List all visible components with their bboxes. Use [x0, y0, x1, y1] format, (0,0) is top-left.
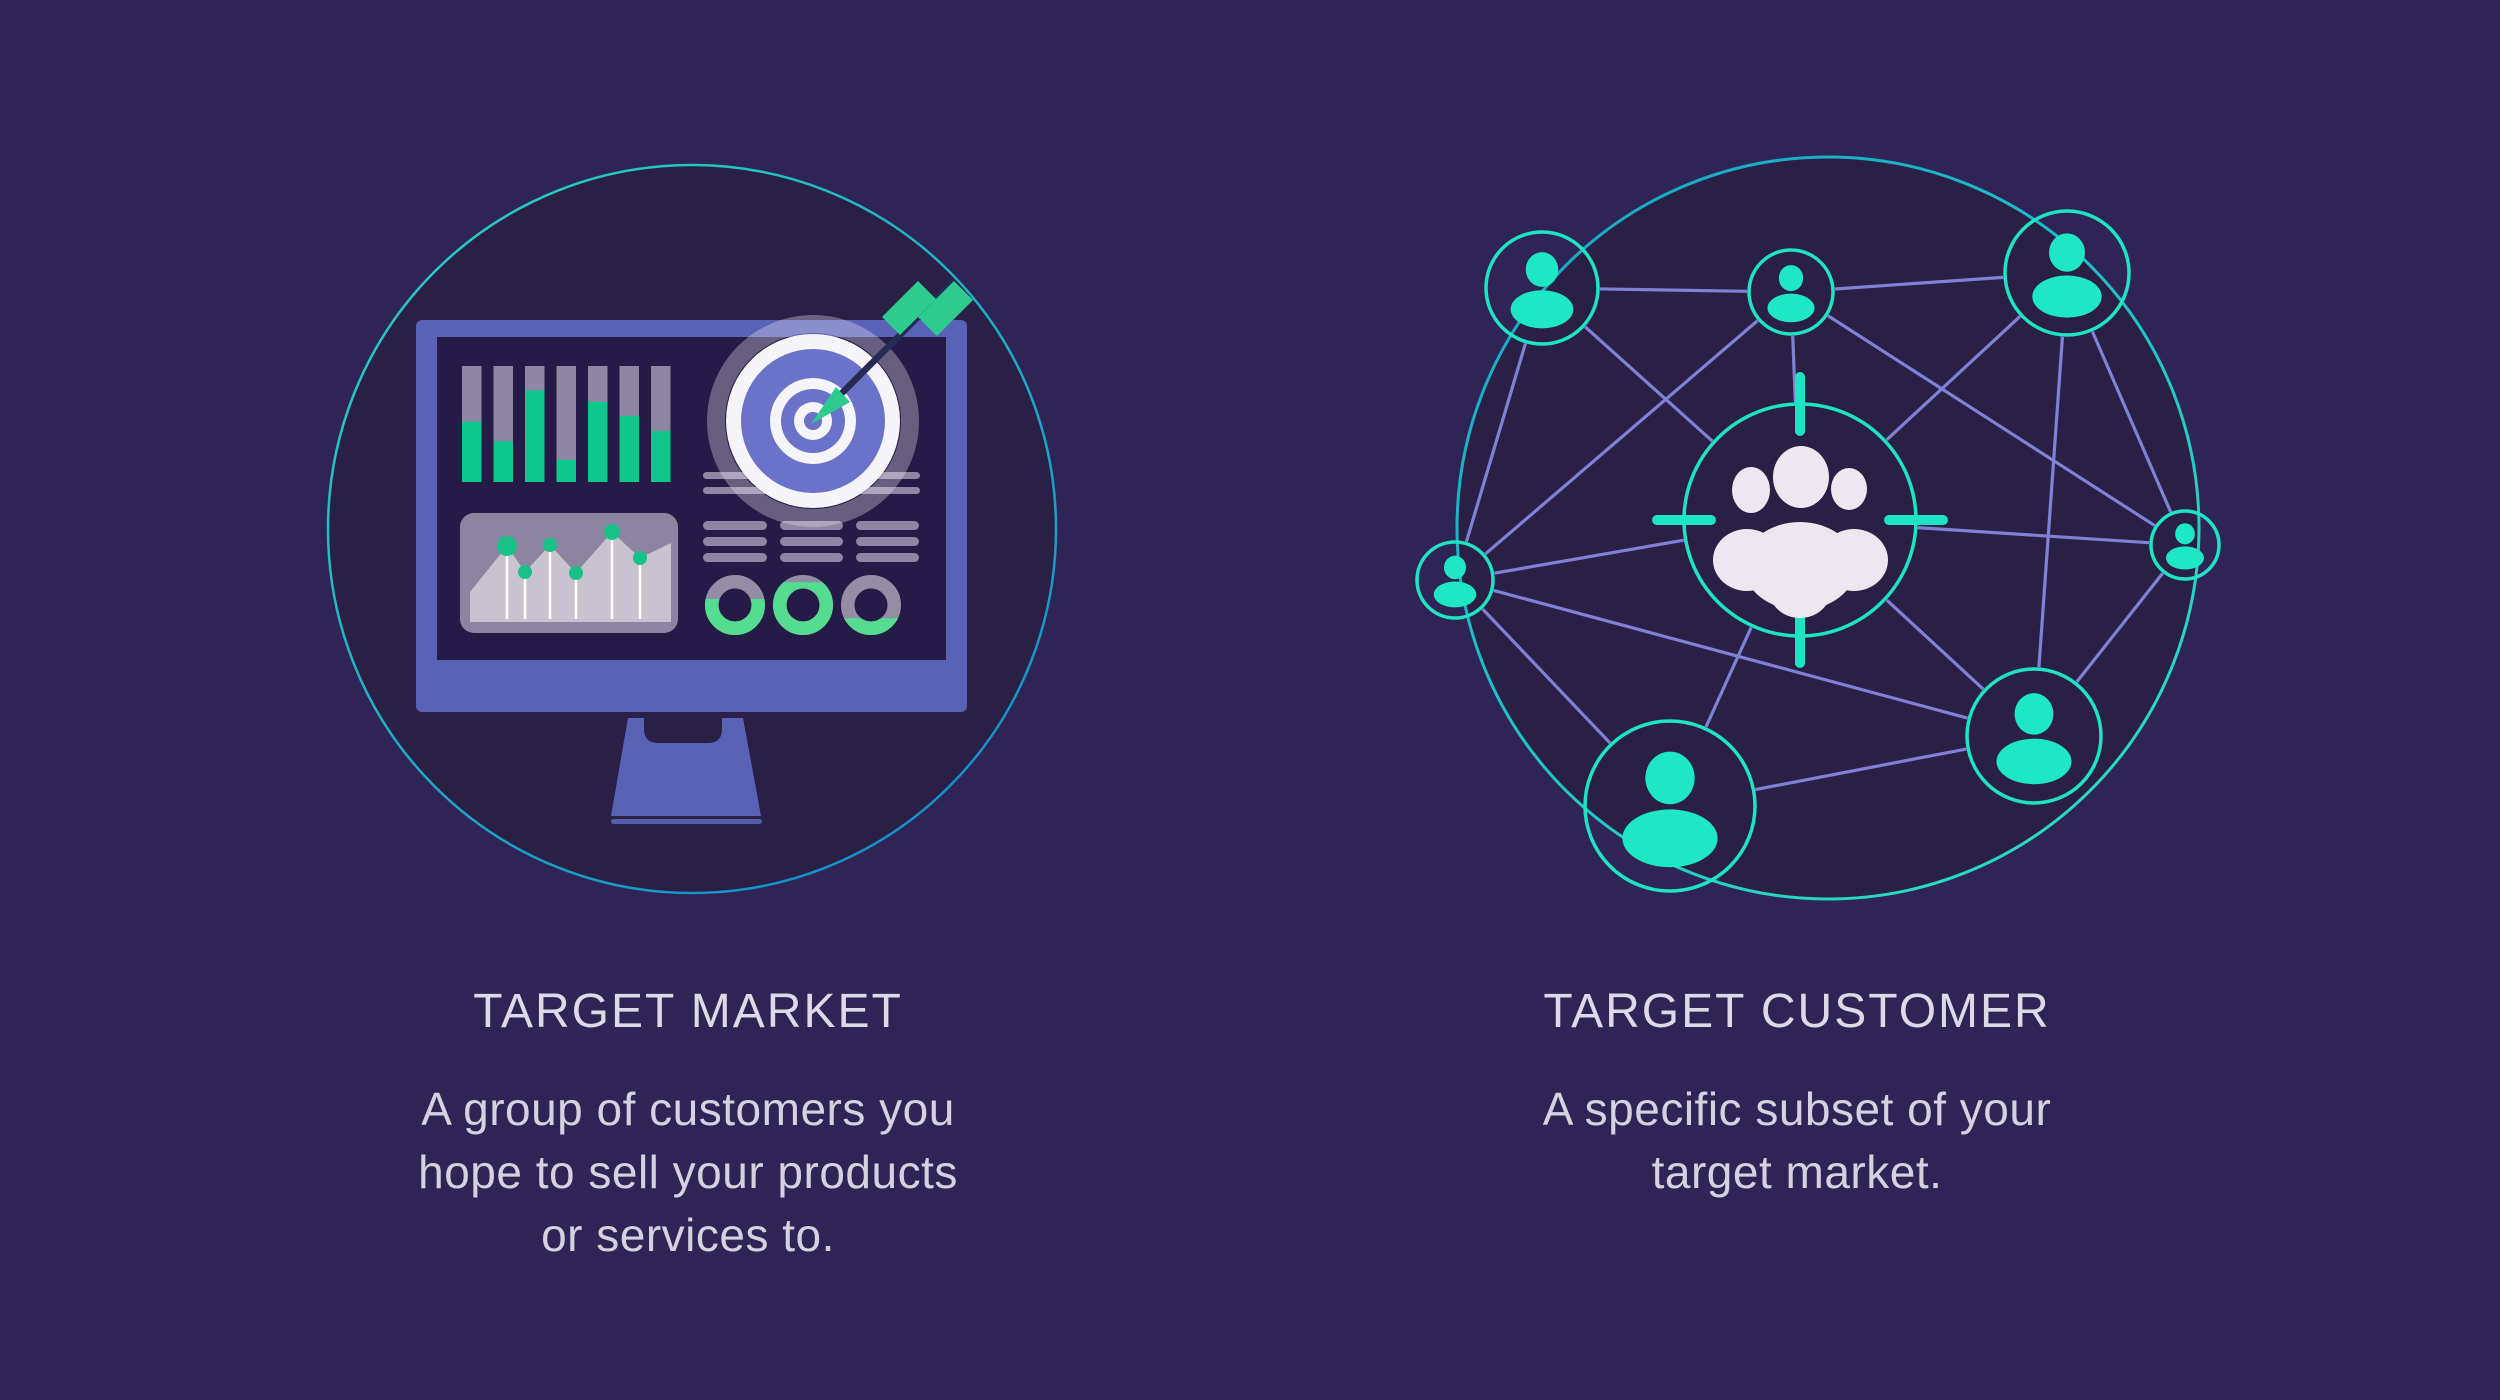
chart-dot — [604, 524, 620, 540]
network-edge — [2037, 336, 2065, 668]
chart-dots — [497, 524, 647, 619]
bar-fill — [556, 459, 576, 482]
person-node-circle — [1415, 540, 1495, 620]
person-node — [1583, 719, 1757, 893]
person-head — [1443, 555, 1467, 580]
crowd-body — [1820, 529, 1888, 591]
person-node — [2003, 209, 2131, 337]
crowd-head-left — [1732, 467, 1770, 513]
crowd-head-right — [1831, 468, 1867, 510]
person-node — [1747, 248, 1835, 336]
bar-chart — [462, 366, 671, 482]
target-market-description: A group of customers you hope to sell yo… — [278, 1078, 1098, 1267]
network-edge — [1494, 538, 1685, 575]
bar-fill — [462, 421, 482, 482]
person-node-circle — [2149, 509, 2221, 581]
target-market-text: TARGET MARKET A group of customers you h… — [278, 986, 1098, 1267]
donut-fill — [705, 599, 765, 635]
person-node-circle — [1583, 719, 1757, 893]
person-node-circle — [2003, 209, 2131, 337]
chart-dot — [543, 538, 557, 552]
arrow-head — [811, 387, 850, 424]
monitor-stand-notch — [644, 712, 722, 743]
network-edge — [1755, 747, 1967, 792]
network-edge — [1917, 526, 2150, 545]
person-body — [2032, 275, 2102, 318]
description-line: target market. — [1651, 1146, 1943, 1198]
network-edge — [1493, 588, 1968, 720]
bar-fill — [588, 401, 608, 482]
crowd-body — [1770, 566, 1830, 618]
person-node-circle — [1484, 230, 1600, 346]
person-node — [1415, 540, 1495, 620]
donut-fill — [844, 618, 898, 635]
person-head — [2049, 233, 2085, 272]
network-edge — [1464, 343, 1527, 543]
chart-dot — [569, 566, 583, 580]
network-edge — [1791, 335, 1797, 403]
network-edge — [1885, 315, 2022, 442]
description-line: or services to. — [541, 1209, 835, 1261]
target-market-illustration — [326, 163, 1058, 895]
donut-fill — [773, 582, 833, 635]
person-head — [1525, 252, 1559, 287]
person-node — [1484, 230, 1600, 346]
monitor-stand — [611, 718, 761, 816]
network-edge — [1834, 275, 2004, 291]
network-edge — [1484, 319, 1759, 556]
network-edge — [1704, 626, 1753, 728]
bar-fill — [525, 390, 545, 482]
person-node — [1965, 667, 2103, 805]
person-body — [1510, 290, 1574, 329]
target-customer-text: TARGET CUSTOMER A specific subset of you… — [1387, 986, 2207, 1204]
network-lines — [1464, 275, 2173, 792]
network-edge — [1481, 607, 1612, 745]
person-node-circle — [1965, 667, 2103, 805]
description-line: hope to sell your products — [418, 1146, 958, 1198]
person-body — [1767, 293, 1815, 323]
person-nodes — [1415, 209, 2221, 893]
network-edge — [2091, 331, 2173, 513]
network-edge — [1885, 598, 1985, 691]
person-body — [1433, 581, 1477, 608]
chart-dot — [633, 551, 647, 565]
description-line: A group of customers you — [421, 1083, 955, 1135]
bullseye-halo — [707, 315, 919, 527]
person-body — [2165, 546, 2205, 570]
target-customer-title: TARGET CUSTOMER — [1543, 985, 2051, 1038]
monitor-base — [611, 819, 762, 824]
person-node — [2149, 509, 2221, 581]
person-body — [1622, 809, 1718, 868]
person-node-circle — [1747, 248, 1835, 336]
line-chart — [460, 513, 678, 633]
target-market-title: TARGET MARKET — [473, 985, 903, 1038]
bar-background — [556, 366, 576, 482]
person-head — [1645, 751, 1695, 805]
arrow-fletching-upper — [882, 281, 936, 335]
crowd-icon — [1713, 446, 1888, 618]
crowd-head-center — [1773, 446, 1829, 508]
person-head — [2175, 523, 2195, 545]
person-head — [1778, 265, 1804, 292]
bar-fill — [493, 441, 513, 482]
bar-fill — [651, 430, 671, 482]
network-edge — [1584, 325, 1714, 443]
person-head — [2014, 693, 2054, 735]
person-body — [1996, 738, 2072, 785]
arrow-icon — [811, 279, 973, 424]
description-line: A specific subset of your — [1542, 1083, 2052, 1135]
donut-charts — [705, 575, 901, 635]
chart-dot — [518, 565, 532, 579]
arrow-fletching-lower — [918, 281, 973, 336]
network-edge — [2075, 572, 2164, 683]
network-edge — [1599, 287, 1748, 293]
network-edge — [1827, 314, 2156, 527]
bar-fill — [619, 415, 639, 482]
target-customer-description: A specific subset of your target market. — [1387, 1078, 2207, 1204]
target-customer-illustration — [1415, 155, 2221, 901]
chart-dot — [497, 536, 517, 556]
